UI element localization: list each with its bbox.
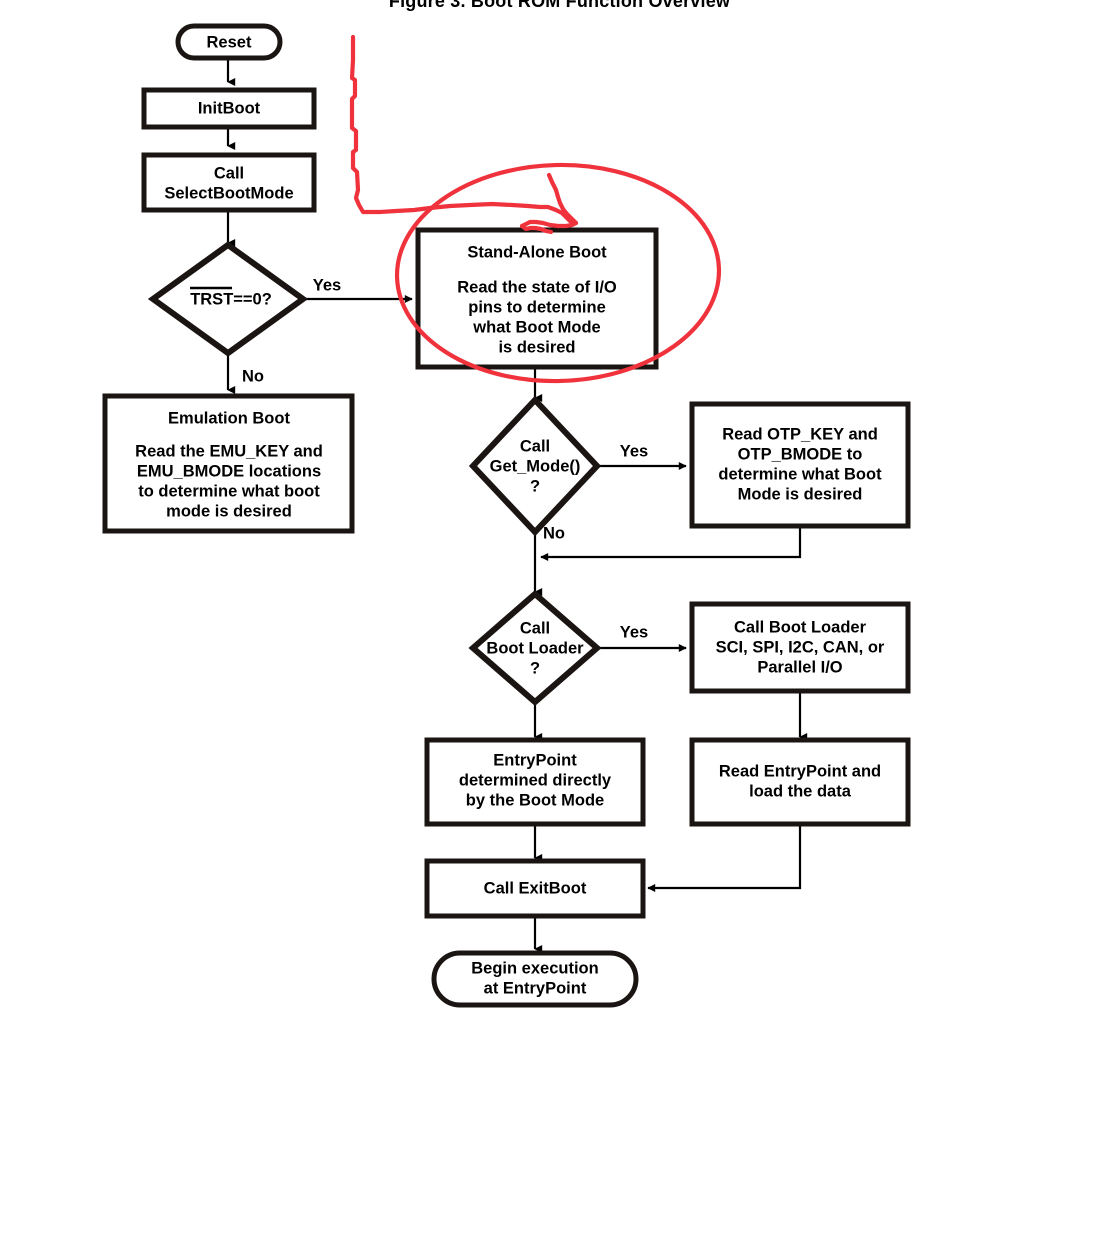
stand-alone-boot-line1: Read the state of I/O	[457, 278, 617, 296]
annotation-arrowhead-tail	[519, 223, 554, 235]
node-get-mode-decision[interactable]: Call Get_Mode() ?	[468, 395, 602, 537]
read-otp-line3: determine what Boot	[718, 465, 882, 483]
get-mode-line2: Get_Mode()	[490, 457, 581, 475]
annotation-layer	[349, 34, 722, 384]
emulation-boot-heading: Emulation Boot	[168, 409, 290, 427]
node-reset[interactable]: Reset	[175, 23, 283, 61]
edge-label-trst-no: No	[242, 367, 264, 385]
connectors	[226, 57, 808, 953]
boot-loader-line1: Call	[520, 619, 550, 637]
node-select-boot-mode[interactable]: Call SelectBootMode	[141, 152, 317, 213]
figure-title: Figure 3. Boot ROM Function Overview	[388, 0, 731, 11]
node-read-entrypoint[interactable]: Read EntryPoint and load the data	[689, 737, 911, 827]
call-exitboot-label: Call ExitBoot	[484, 879, 587, 897]
get-mode-line3: ?	[530, 477, 540, 495]
trst-decision-label: TRST==0?	[190, 290, 272, 308]
annotation-pointer-stroke	[349, 34, 577, 227]
emulation-boot-line3: to determine what boot	[138, 482, 320, 500]
stand-alone-boot-line2: pins to determine	[468, 298, 606, 316]
call-boot-loader-line2: SCI, SPI, I2C, CAN, or	[716, 638, 885, 656]
emulation-boot-line4: mode is desired	[166, 502, 292, 520]
boot-loader-line3: ?	[530, 659, 540, 677]
call-exitboot-shape	[424, 858, 646, 919]
entrypoint-direct-line2: determined directly	[459, 771, 612, 789]
node-begin-execution[interactable]: Begin execution at EntryPoint	[431, 950, 639, 1008]
read-entrypoint-line1: Read EntryPoint and	[719, 762, 881, 780]
call-boot-loader-line1: Call Boot Loader	[734, 618, 867, 636]
stand-alone-boot-line4: is desired	[498, 338, 575, 356]
read-otp-shape	[689, 401, 911, 529]
read-entrypoint-line2: load the data	[749, 782, 852, 800]
read-otp-line1: Read OTP_KEY and	[722, 425, 878, 443]
annotation-arrowhead-lower-barb	[519, 219, 579, 229]
init-boot-shape	[141, 87, 317, 130]
stand-alone-boot-line3: what Boot Mode	[472, 318, 600, 336]
begin-execution-line1: Begin execution	[471, 959, 598, 977]
entrypoint-direct-shape	[424, 737, 646, 827]
read-otp-line4: Mode is desired	[738, 485, 863, 503]
init-boot-label: InitBoot	[198, 99, 261, 117]
boot-loader-line2: Boot Loader	[486, 639, 584, 657]
select-boot-mode-line2: SelectBootMode	[164, 184, 293, 202]
entrypoint-direct-line1: EntryPoint	[493, 751, 577, 769]
call-boot-loader-line3: Parallel I/O	[757, 658, 842, 676]
node-init-boot[interactable]: InitBoot	[141, 87, 317, 130]
annotation-arrowhead-upper-barb	[546, 172, 579, 226]
get-mode-line1: Call	[520, 437, 550, 455]
edge-label-get-mode-no: No	[543, 524, 565, 542]
edge-readentrypoint-to-exitboot	[647, 824, 802, 892]
select-boot-mode-line1: Call	[214, 164, 244, 182]
select-boot-mode-shape	[141, 152, 317, 213]
read-entrypoint-shape	[689, 737, 911, 827]
node-call-boot-loader[interactable]: Call Boot Loader SCI, SPI, I2C, CAN, or …	[689, 601, 911, 694]
begin-execution-shape	[431, 950, 639, 1008]
emulation-boot-line1: Read the EMU_KEY and	[135, 442, 323, 460]
call-boot-loader-shape	[689, 601, 911, 694]
entrypoint-direct-line3: by the Boot Mode	[466, 791, 604, 809]
reset-label: Reset	[207, 33, 252, 51]
emulation-boot-shape	[102, 393, 355, 534]
begin-execution-line2: at EntryPoint	[484, 979, 587, 997]
node-boot-loader-decision[interactable]: Call Boot Loader ?	[468, 590, 602, 706]
stand-alone-boot-heading: Stand-Alone Boot	[467, 243, 607, 261]
node-trst-decision[interactable]: TRST==0?	[147, 241, 309, 357]
node-emulation-boot[interactable]: Emulation Boot Read the EMU_KEY and EMU_…	[102, 393, 355, 534]
edge-label-trst-yes: Yes	[313, 276, 341, 294]
node-stand-alone-boot[interactable]: Stand-Alone Boot Read the state of I/O p…	[415, 227, 659, 370]
boot-loader-decision-shape	[468, 590, 602, 706]
trst-decision-shape	[147, 241, 309, 357]
edge-label-boot-loader-yes: Yes	[620, 623, 648, 641]
node-read-otp[interactable]: Read OTP_KEY and OTP_BMODE to determine …	[689, 401, 911, 529]
read-otp-line2: OTP_BMODE to	[738, 445, 863, 463]
edge-label-get-mode-yes: Yes	[620, 442, 648, 460]
emulation-boot-line2: EMU_BMODE locations	[137, 462, 321, 480]
node-entrypoint-direct[interactable]: EntryPoint determined directly by the Bo…	[424, 737, 646, 827]
annotation-highlight-ellipse	[394, 162, 722, 384]
get-mode-decision-shape	[468, 395, 602, 537]
node-call-exitboot[interactable]: Call ExitBoot	[424, 858, 646, 919]
edge-readotp-to-join	[540, 526, 802, 561]
reset-shape	[175, 23, 283, 61]
